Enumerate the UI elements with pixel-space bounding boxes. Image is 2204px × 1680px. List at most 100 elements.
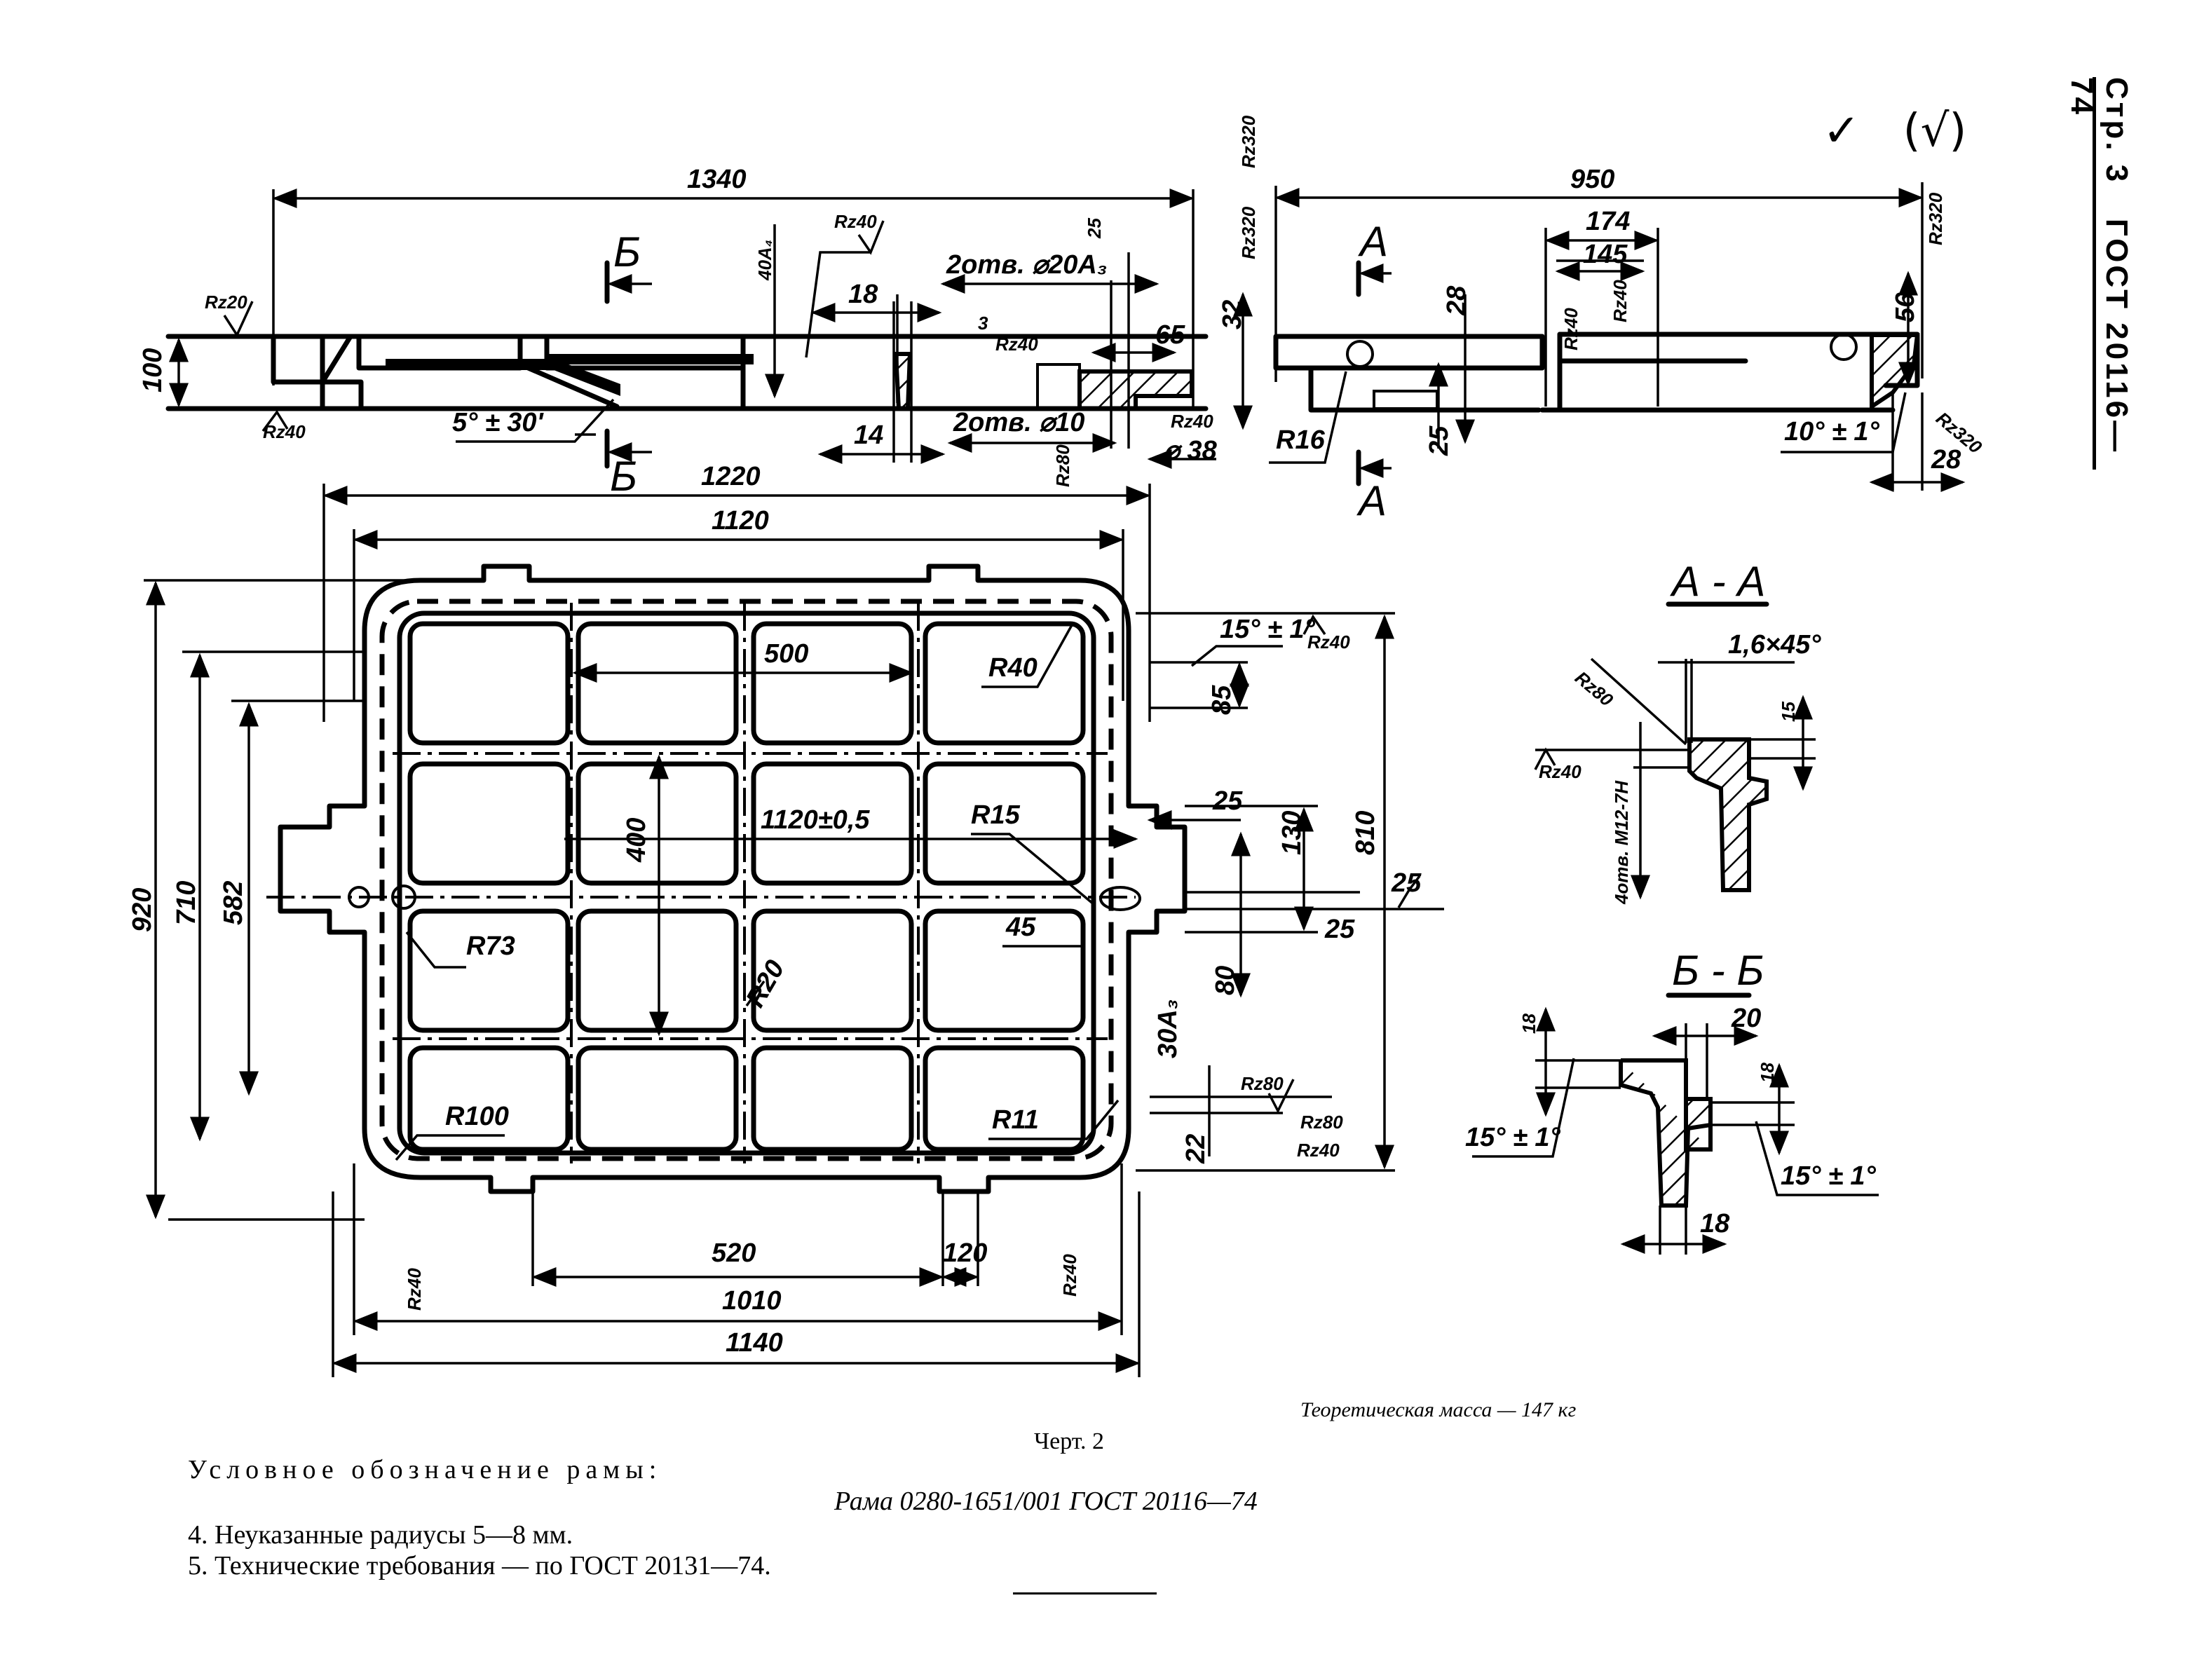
side-view-right: 950 174 145 28 25 56 R16 10° ± 1° — [1238, 115, 1986, 524]
dim-3: 3 — [978, 313, 988, 334]
dim-22: 22 — [1181, 1134, 1211, 1164]
section-b-b: Б - Б 20 18 18 18 15° ± 1° 15° ± 1° — [1465, 947, 1879, 1255]
dim-25-width: 25 — [1212, 786, 1243, 816]
note-4: 4. Неуказанные радиусы 5—8 мм. — [188, 1520, 573, 1550]
dim-145: 145 — [1583, 240, 1628, 269]
dim-angle-15: 15° ± 1° — [1220, 615, 1316, 644]
dim-20-bb: 20 — [1731, 1004, 1761, 1033]
drawing-number: Черт. 2 — [1034, 1428, 1105, 1454]
dim-18-right-bb: 18 — [1757, 1063, 1778, 1083]
dim-holes-20: 2отв. ⌀20А₃ — [946, 250, 1108, 280]
grid-cells — [407, 621, 1086, 1152]
rough-rz40-plan-bottom: Rz40 — [1059, 1254, 1080, 1297]
rough-rz80-b: Rz80 — [1300, 1112, 1343, 1133]
dim-520: 520 — [712, 1238, 756, 1268]
dim-angle-5: 5° ± 30' — [452, 408, 545, 437]
dim-25-height: 25 — [1424, 425, 1454, 456]
rough-rz40-aa: Rz40 — [1539, 761, 1581, 782]
dim-65: 65 — [1155, 320, 1185, 350]
dim-angle-10: 10° ± 1° — [1784, 417, 1880, 446]
end-rule — [1013, 1592, 1157, 1594]
dim-56: 56 — [1891, 292, 1920, 322]
dim-710: 710 — [172, 881, 201, 925]
side-view-left: 1340 18 14 3 2отв. ⌀20А₃ 2отв. ⌀10 — [138, 165, 1259, 500]
section-mark-a-top: А — [1358, 218, 1388, 265]
rough-rz40-plan-left: Rz40 — [404, 1268, 425, 1311]
dim-14-bottom: 14 — [854, 421, 883, 450]
rough-rz20: Rz20 — [205, 292, 247, 313]
dim-500: 500 — [764, 639, 808, 669]
dim-18-bottom-bb: 18 — [1700, 1209, 1730, 1238]
dim-1120: 1120 — [712, 506, 769, 535]
roughness-symbol-icon: ✓ — [1823, 105, 1861, 157]
dim-40a4: 40А₄ — [754, 240, 775, 281]
dim-1220: 1220 — [701, 462, 761, 491]
rough-rz40-plan-top: Rz40 — [1307, 631, 1350, 653]
rough-rz80-aa: Rz80 — [1571, 667, 1617, 711]
dim-130: 130 — [1277, 811, 1307, 855]
dim-810: 810 — [1351, 811, 1380, 855]
dim-80: 80 — [1211, 966, 1240, 995]
dim-400: 400 — [622, 818, 651, 863]
dim-chamfer: 1,6×45° — [1728, 630, 1821, 660]
dim-100: 100 — [138, 348, 168, 392]
section-bb-title: Б - Б — [1672, 947, 1764, 994]
dim-15: 15 — [1778, 702, 1799, 722]
rough-25: 25 — [1084, 218, 1105, 239]
dim-1340: 1340 — [687, 165, 747, 194]
section-mark-b-top: Б — [613, 228, 641, 275]
dim-950: 950 — [1570, 165, 1614, 194]
rough-rz40-plan-right: Rz40 — [1297, 1140, 1340, 1161]
radius-r16: R16 — [1276, 425, 1326, 455]
rough-rz40-mid: Rz40 — [995, 334, 1038, 355]
dim-1120-tol: 1120±0,5 — [761, 805, 870, 835]
rough-rz40-top: Rz40 — [834, 211, 877, 232]
radius-r15: R15 — [971, 800, 1021, 830]
rough-rz320-left: Rz320 — [1238, 206, 1259, 259]
dim-28-width: 28 — [1931, 445, 1961, 474]
roughness-general-icon: (√) — [1903, 105, 1967, 157]
rough-rz80-a: Rz80 — [1241, 1073, 1284, 1094]
general-roughness: ✓ (√) — [1823, 105, 1966, 157]
page-header: Стр. 3 ГОСТ 20116—74 — [2064, 77, 2134, 470]
dim-120: 120 — [943, 1238, 987, 1268]
thread-holes: 4отв. М12-7Н — [1611, 780, 1632, 905]
radius-r11: R11 — [992, 1105, 1039, 1135]
dim-holes-10: 2отв. ⌀10 — [953, 408, 1084, 437]
radius-r100: R100 — [445, 1102, 509, 1131]
standard-number: ГОСТ 20116—74 — [2064, 77, 2134, 455]
section-mark-a-bottom: А — [1356, 477, 1387, 524]
dim-dia-38: ⌀ 38 — [1164, 436, 1218, 465]
rough-rz320-a: Rz320 — [1238, 115, 1259, 168]
rough-rz40-b: Rz40 — [1610, 280, 1631, 322]
radius-r40: R40 — [988, 653, 1038, 683]
rough-rz320-b: Rz320 — [1925, 192, 1946, 245]
designation-label: Условное обозначение рамы: — [188, 1455, 662, 1484]
dim-920: 920 — [128, 888, 157, 932]
dim-30a3: 30А₃ — [1153, 999, 1183, 1058]
dim-582: 582 — [219, 881, 248, 925]
theoretical-mass: Теоретическая масса — 147 кг — [1300, 1398, 1577, 1421]
dim-angle-15-left: 15° ± 1° — [1465, 1123, 1561, 1152]
dim-18-top-bb: 18 — [1518, 1013, 1539, 1034]
dim-1140: 1140 — [726, 1328, 783, 1358]
rough-25-a: 25 — [1324, 915, 1355, 944]
rough-rz40-a: Rz40 — [1560, 308, 1581, 350]
frame-designation: Рама 0280-1651/001 ГОСТ 20116—74 — [834, 1487, 1258, 1516]
plan-view: 1220 1120 — [128, 462, 1444, 1377]
dim-85: 85 — [1207, 685, 1237, 715]
rough-rz40-right: Rz40 — [1171, 411, 1213, 432]
rough-rz80: Rz80 — [1052, 444, 1073, 487]
dim-angle-15-right: 15° ± 1° — [1781, 1161, 1877, 1191]
dim-1010: 1010 — [722, 1286, 782, 1316]
note-5: 5. Технические требования — по ГОСТ 2013… — [188, 1551, 771, 1580]
dim-32: 32 — [1218, 300, 1247, 329]
radius-r73: R73 — [466, 931, 515, 961]
dim-18-top: 18 — [848, 280, 878, 309]
dim-28-height: 28 — [1442, 285, 1471, 316]
page-label: Стр. 3 — [2100, 77, 2134, 185]
dim-174: 174 — [1586, 207, 1630, 236]
section-mark-b-bottom: Б — [610, 453, 637, 500]
dim-45: 45 — [1005, 913, 1036, 942]
